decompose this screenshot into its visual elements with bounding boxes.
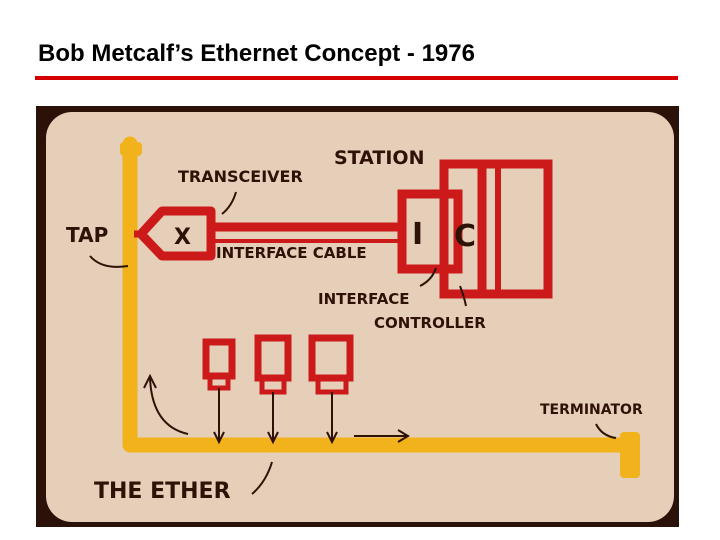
transceiver-box <box>136 206 216 261</box>
mini-station-2 <box>254 334 292 445</box>
controller-c-mark: C <box>454 219 476 254</box>
signal-arrowhead-left <box>143 373 157 389</box>
interface-cable-label: INTERFACE CABLE <box>216 244 367 262</box>
interface-label: INTERFACE <box>318 290 410 308</box>
signal-arrowhead-right <box>397 429 410 443</box>
ethernet-diagram: X I C <box>46 112 674 522</box>
tap-label: TAP <box>66 223 108 247</box>
interface-pointer <box>419 267 437 287</box>
station-label: STATION <box>334 147 424 169</box>
signal-arrow-left <box>149 377 189 435</box>
transceiver-pointer <box>221 191 237 215</box>
terminator-label: TERMINATOR <box>540 402 643 418</box>
ether-top-end <box>120 142 142 156</box>
controller-pointer <box>459 285 467 307</box>
controller-label: CONTROLLER <box>374 314 486 332</box>
interface-block <box>397 189 463 274</box>
interface-i-mark: I <box>412 217 423 252</box>
ethernet-sketch-photo: X I C <box>36 106 679 527</box>
ether-pointer <box>251 461 273 495</box>
transceiver-x-mark: X <box>174 225 191 250</box>
title-underline <box>35 76 678 80</box>
paper-card <box>46 112 674 522</box>
the-ether-label: THE ETHER <box>94 479 231 504</box>
station-computer <box>477 159 553 299</box>
mini-station-1 <box>202 338 236 445</box>
terminator-pointer <box>595 423 617 439</box>
mini-station-3 <box>308 334 354 445</box>
tap-pointer <box>89 255 129 268</box>
transceiver-label: TRANSCEIVER <box>178 167 303 186</box>
slide-title: Bob Metcalf’s Ethernet Concept - 1976 <box>38 40 475 67</box>
terminator-plug <box>620 432 640 478</box>
